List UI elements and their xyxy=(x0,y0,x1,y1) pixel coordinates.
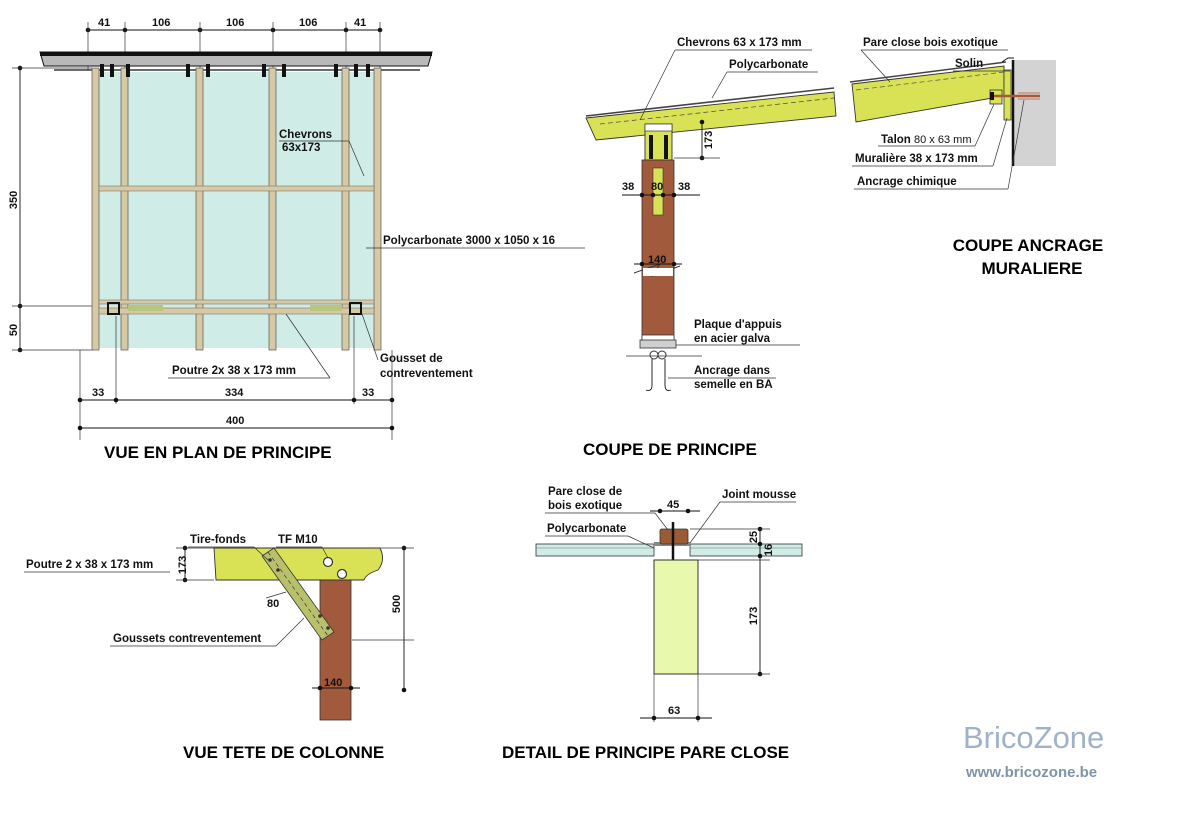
ancrage-view: Pare close bois exotique Solin Talon 80 … xyxy=(849,37,1104,278)
coupe-dim-post-0: 38 xyxy=(622,181,634,193)
plan-label-chevrons-1: Chevrons xyxy=(279,129,332,141)
detail-dim-173: 173 xyxy=(748,607,760,625)
coupe-label-ancrage-2: semelle en BA xyxy=(694,379,773,391)
plan-label-poutre: Poutre 2x 38 x 173 mm xyxy=(172,365,296,377)
coupe-view: Chevrons 63 x 173 mm Polycarbonate 173 3… xyxy=(583,37,837,459)
plan-dim-top-4: 41 xyxy=(354,17,366,29)
detail-view: Pare close de bois exotique Joint mousse… xyxy=(502,486,803,762)
detail-label-polycarbonate: Polycarbonate xyxy=(547,523,626,535)
plan-dim-top-2: 106 xyxy=(226,17,244,29)
ancrage-label-muraliere: Muralière 38 x 173 mm xyxy=(855,153,978,165)
coupe-label-chevrons: Chevrons 63 x 173 mm xyxy=(677,37,802,49)
ancrage-label-solin: Solin xyxy=(955,58,983,70)
coupe-label-plaque-1: Plaque d'appuis xyxy=(694,319,782,331)
colonne-label-tf: TF M10 xyxy=(278,534,318,546)
colonne-label-goussets: Goussets contreventement xyxy=(113,633,261,645)
plan-dim-top-1: 106 xyxy=(152,17,170,29)
colonne-dim-140: 140 xyxy=(324,677,342,689)
detail-label-joint: Joint mousse xyxy=(722,489,796,501)
plan-dim-height: 350 xyxy=(8,191,20,209)
plan-dim-bottom-2: 33 xyxy=(362,387,374,399)
ancrage-label-talon: Talon 80 x 63 mm xyxy=(881,134,971,146)
detail-label-pare-close-1: Pare close de xyxy=(548,486,622,498)
colonne-dim-173: 173 xyxy=(177,556,189,574)
plan-label-polycarbonate: Polycarbonate 3000 x 1050 x 16 xyxy=(383,235,555,247)
colonne-view: Tire-fonds TF M10 Poutre 2 x 38 x 173 mm… xyxy=(24,534,414,762)
ancrage-label-ancrage: Ancrage chimique xyxy=(857,176,957,188)
plan-label-gousset-2: contreventement xyxy=(380,368,473,380)
plan-dim-total: 400 xyxy=(226,415,244,427)
detail-dim-25: 25 xyxy=(748,531,760,543)
plan-title: VUE EN PLAN DE PRINCIPE xyxy=(104,443,332,462)
brand-name: BricoZone xyxy=(963,720,1104,755)
plan-label-chevrons-2: 63x173 xyxy=(282,142,320,154)
coupe-dim-post-2: 38 xyxy=(678,181,690,193)
detail-dim-63: 63 xyxy=(668,705,680,717)
coupe-dim-173: 173 xyxy=(703,131,715,149)
coupe-dim-post-1: 80 xyxy=(651,181,663,193)
plan-dim-overhang: 50 xyxy=(8,324,20,336)
plan-dim-top-0: 41 xyxy=(98,17,110,29)
plan-dim-top-3: 106 xyxy=(299,17,317,29)
brand-url[interactable]: www.bricozone.be xyxy=(965,764,1097,781)
plan-label-gousset-1: Gousset de xyxy=(380,353,443,365)
coupe-label-polycarbonate: Polycarbonate xyxy=(729,59,808,71)
colonne-label-poutre: Poutre 2 x 38 x 173 mm xyxy=(26,559,153,571)
ancrage-label-pare-close: Pare close bois exotique xyxy=(863,37,998,49)
coupe-label-ancrage-1: Ancrage dans xyxy=(694,365,770,377)
detail-dim-45: 45 xyxy=(667,499,679,511)
detail-label-pare-close-2: bois exotique xyxy=(548,500,622,512)
coupe-dim-140: 140 xyxy=(648,254,666,266)
colonne-dim-500: 500 xyxy=(391,595,403,613)
colonne-title: VUE TETE DE COLONNE xyxy=(183,743,384,762)
plan-view: 41 106 106 106 41 350 50 xyxy=(8,17,585,462)
plan-dim-bottom-1: 334 xyxy=(225,387,244,399)
detail-title: DETAIL DE PRINCIPE PARE CLOSE xyxy=(502,743,789,762)
colonne-label-tire-fonds: Tire-fonds xyxy=(190,534,246,546)
ancrage-title-2: MURALIERE xyxy=(981,259,1082,278)
plan-dim-bottom-0: 33 xyxy=(92,387,104,399)
colonne-dim-80: 80 xyxy=(267,598,279,610)
ancrage-title-1: COUPE ANCRAGE xyxy=(953,236,1104,255)
coupe-title: COUPE DE PRINCIPE xyxy=(583,440,757,459)
detail-dim-16: 16 xyxy=(763,544,775,556)
coupe-label-plaque-2: en acier galva xyxy=(694,333,771,345)
